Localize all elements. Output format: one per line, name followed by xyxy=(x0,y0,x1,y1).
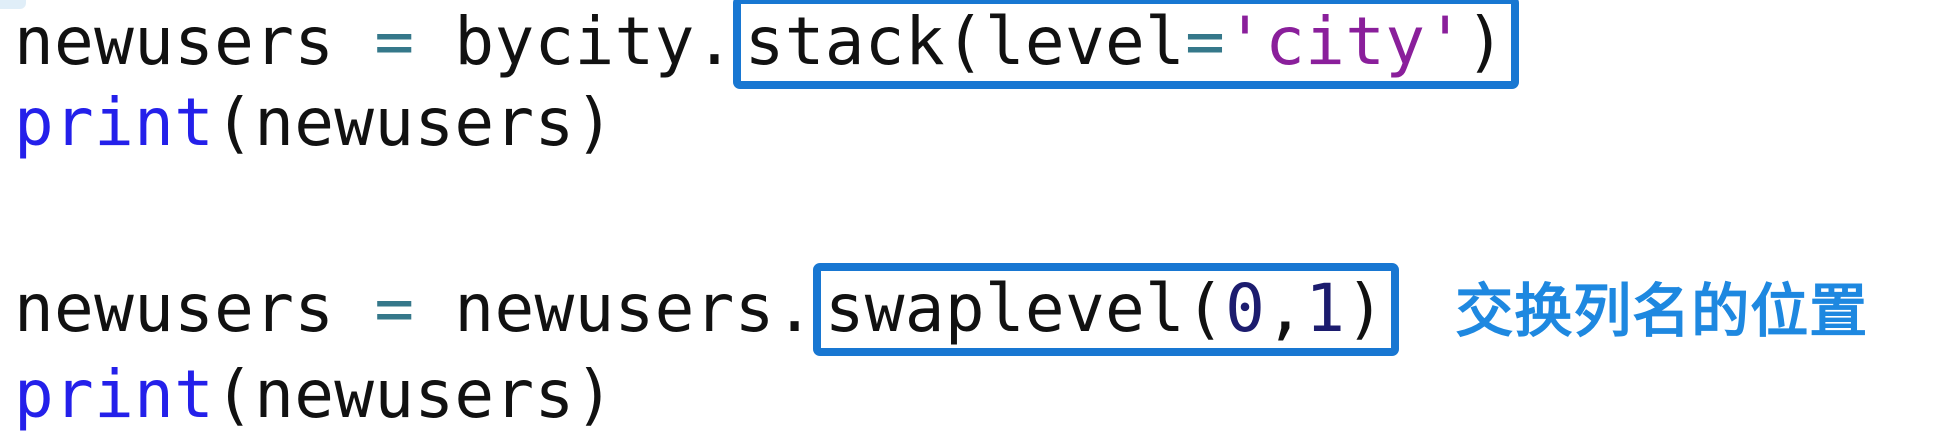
code-token-plain: , xyxy=(1265,270,1306,347)
code-token-string: 'city' xyxy=(1225,3,1466,80)
code-token-keyword: print xyxy=(14,84,215,161)
code-line-swaplevel[interactable]: newusers = newusers.swaplevel(0,1) 交换列名的位… xyxy=(14,263,1869,356)
code-token-number: 1 xyxy=(1305,270,1346,347)
code-token-plain: bycity. xyxy=(414,3,735,80)
code-token-plain: (newusers) xyxy=(214,356,615,433)
highlight-box: stack(level='city') xyxy=(732,0,1520,89)
code-token-plain: newusers xyxy=(14,3,375,80)
code-token-plain: ) xyxy=(1465,3,1506,80)
code-token-operator: = xyxy=(374,270,415,347)
code-token-plain: ) xyxy=(1345,270,1386,347)
code-token-plain: newusers. xyxy=(414,270,815,347)
cropped-artifact xyxy=(0,0,26,9)
code-line-print-1[interactable]: print(newusers) xyxy=(14,84,615,162)
code-line-print-2[interactable]: print(newusers) xyxy=(14,356,615,434)
code-token-operator: = xyxy=(1185,3,1226,80)
code-token-number: 0 xyxy=(1225,270,1266,347)
code-token-plain: stack(level xyxy=(744,3,1186,80)
code-token-plain: newusers xyxy=(14,270,375,347)
code-token-plain: swaplevel( xyxy=(824,270,1226,347)
code-token-operator: = xyxy=(374,3,415,80)
code-token-plain: (newusers) xyxy=(214,84,615,161)
code-line-stack[interactable]: newusers = bycity.stack(level='city') xyxy=(14,0,1520,89)
annotation-text: 交换列名的位置 xyxy=(1455,277,1869,345)
code-token-keyword: print xyxy=(14,356,215,433)
highlight-box: swaplevel(0,1) xyxy=(812,263,1400,356)
